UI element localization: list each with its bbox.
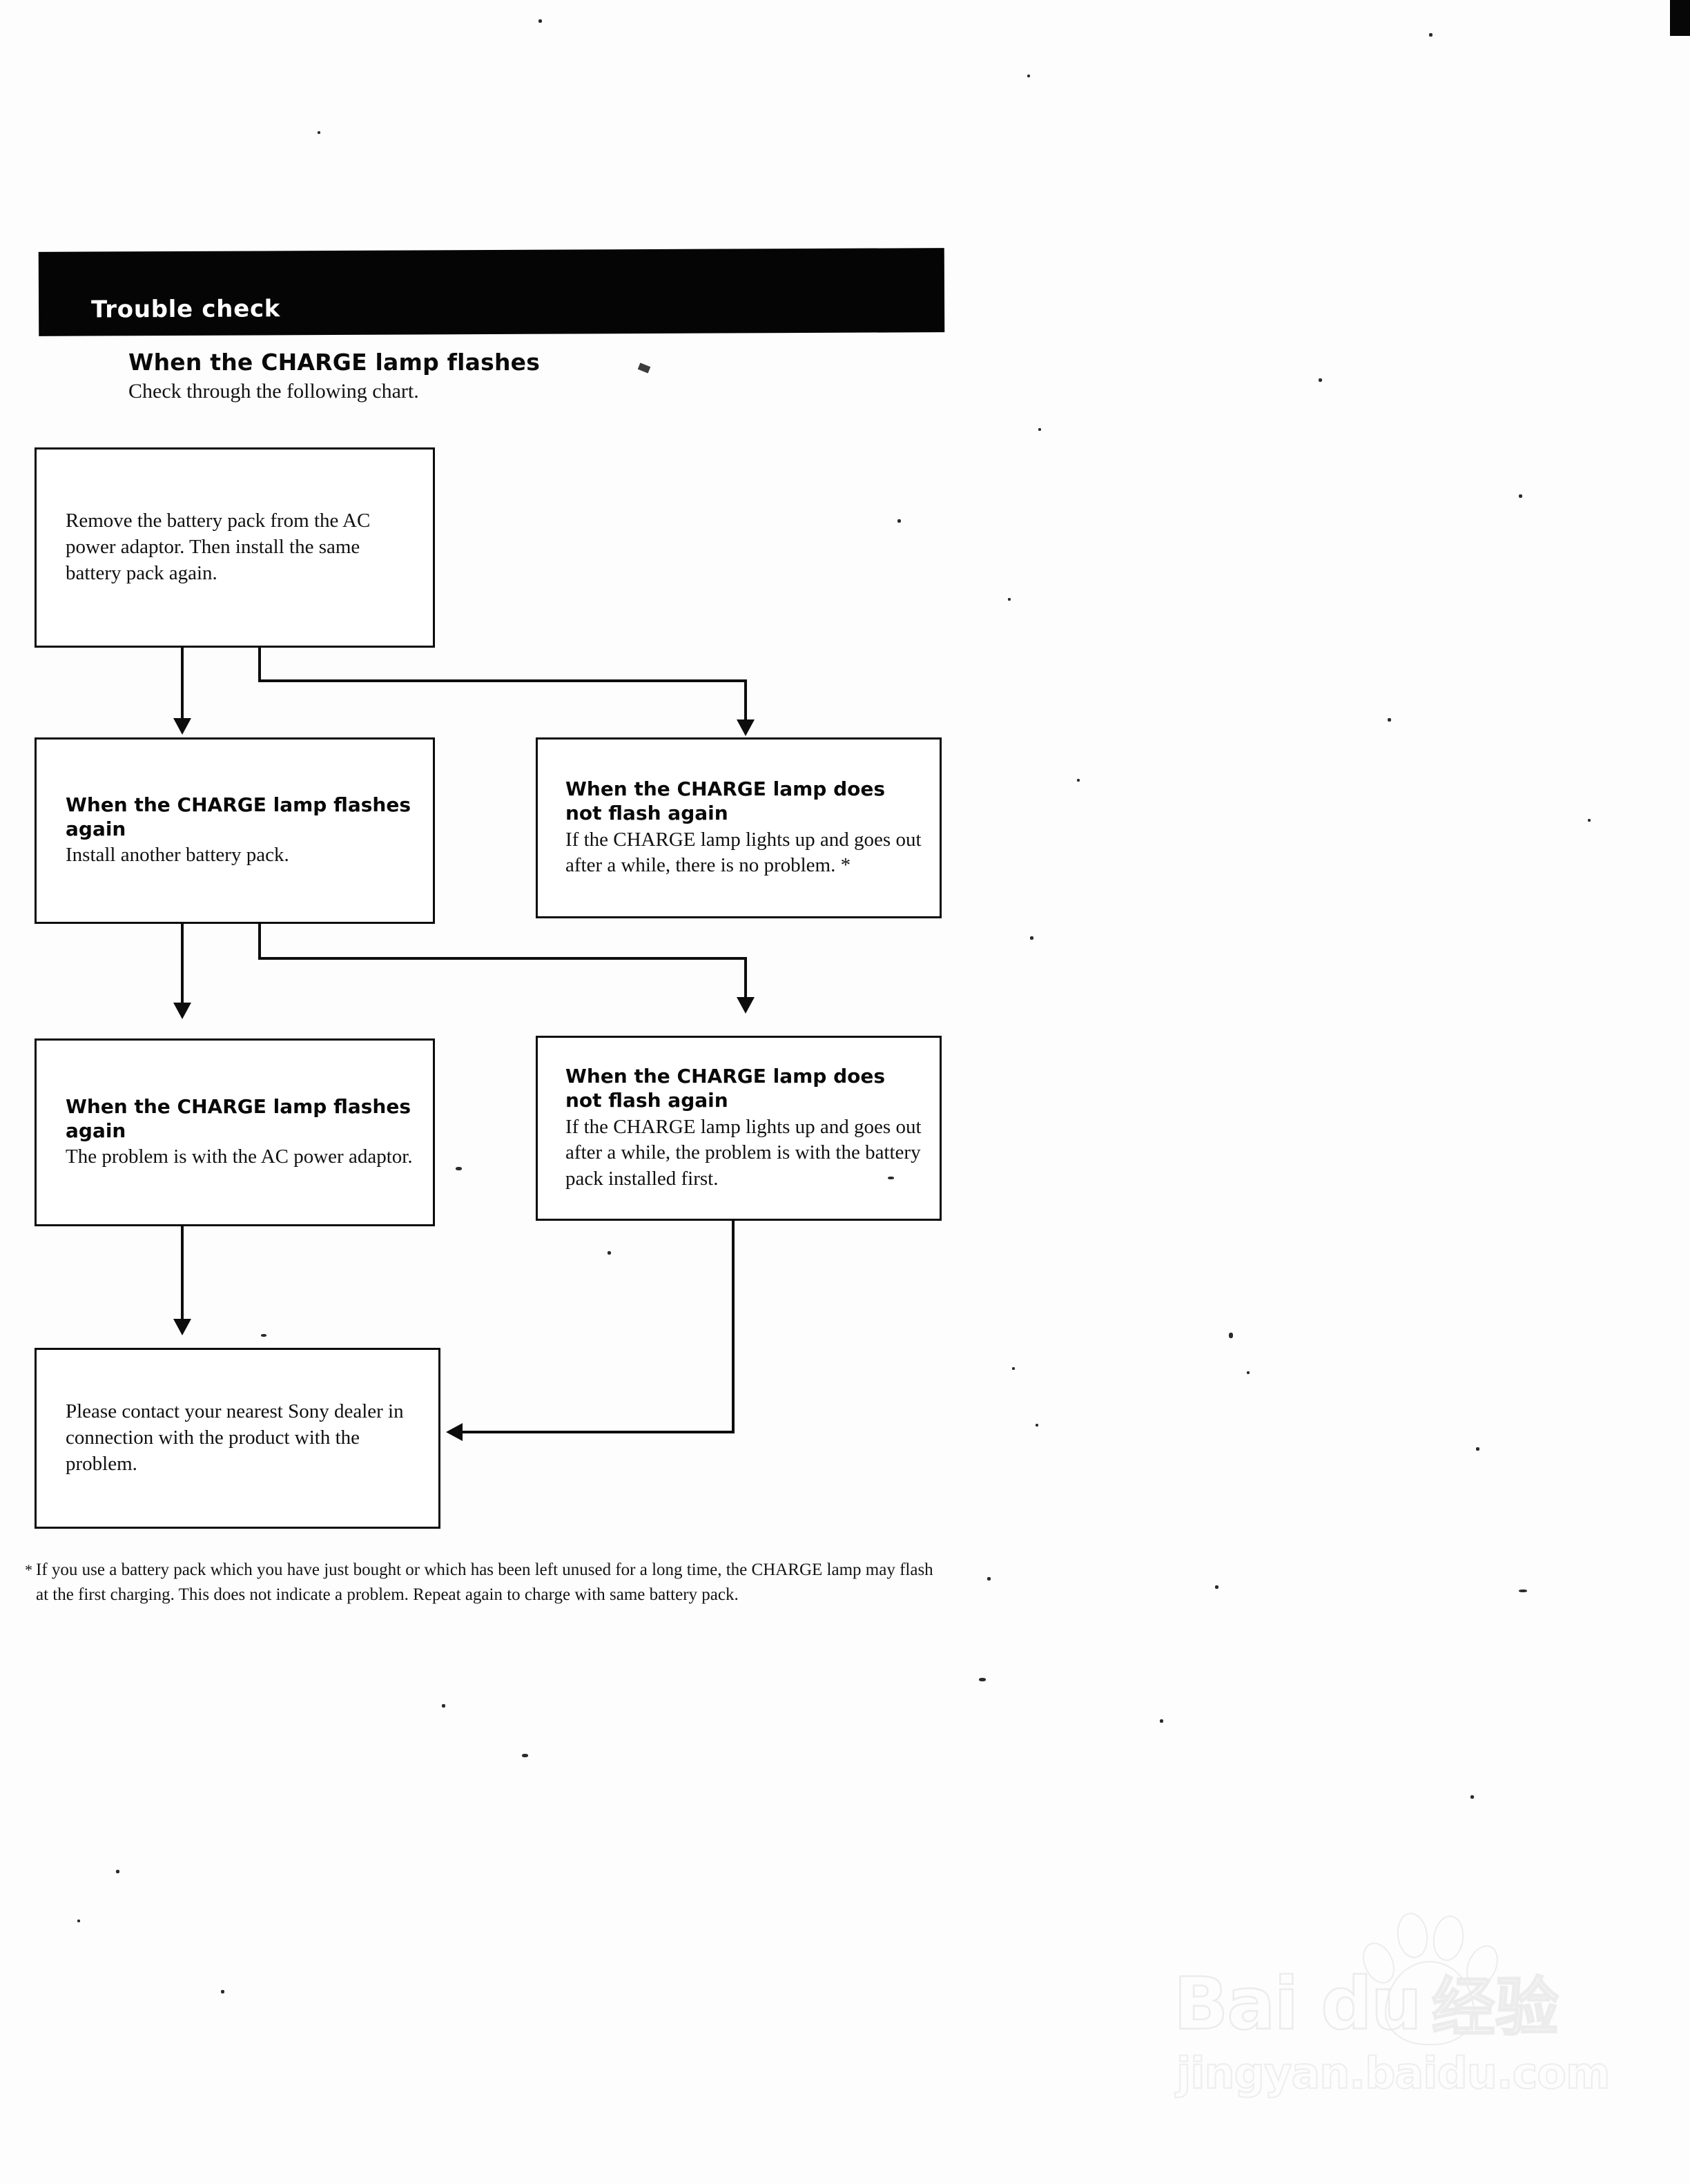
scan-speckle	[1030, 936, 1033, 940]
box-heading: When the CHARGE lamp flashes again	[66, 793, 411, 841]
scan-speckle	[522, 1754, 528, 1757]
scan-speckle	[1077, 779, 1080, 782]
arrowhead-noflash2-to-dealer	[446, 1423, 463, 1441]
connector-step1-to-flash1	[181, 648, 184, 721]
footnote-marker: *	[25, 1561, 32, 1578]
scan-speckle	[1519, 494, 1522, 498]
scan-speckle	[888, 1177, 894, 1179]
flowchart-box-flash-again-1: When the CHARGE lamp flashes again Insta…	[35, 737, 435, 924]
scan-speckle	[1247, 1371, 1250, 1374]
connector-step1-branch-stub	[258, 648, 261, 681]
scan-speckle	[1012, 1367, 1015, 1370]
box-heading: When the CHARGE lamp flashes again	[66, 1094, 411, 1143]
watermark-brand-cn: 经验	[1431, 1971, 1560, 2045]
scan-speckle	[1215, 1585, 1218, 1589]
scan-speckle	[442, 1704, 445, 1708]
connector-noflash2-across-to-dealer	[463, 1431, 735, 1433]
arrowhead-flash1-to-noflash2	[737, 997, 755, 1014]
flowchart-box-no-flash-2: When the CHARGE lamp does not flash agai…	[536, 1036, 942, 1221]
scan-edge-artifact	[1670, 0, 1690, 36]
box-body: Install another battery pack.	[66, 844, 289, 867]
scan-speckle	[897, 519, 901, 523]
footnote: * If you use a battery pack which you ha…	[25, 1558, 933, 1607]
scan-speckle	[1036, 1424, 1038, 1427]
scan-speckle	[116, 1870, 119, 1873]
scan-speckle	[456, 1167, 462, 1170]
scan-speckle	[1519, 1589, 1527, 1592]
scan-speckle	[1476, 1447, 1479, 1451]
connector-flash1-to-flash2	[181, 924, 184, 1005]
box-body: The problem is with the AC power adaptor…	[66, 1146, 413, 1168]
box-heading: When the CHARGE lamp does not flash agai…	[565, 1065, 886, 1112]
watermark-brand-row: Bai du 经验	[1173, 1962, 1560, 2046]
arrowhead-flash2-to-dealer	[173, 1319, 191, 1335]
box-heading: When the CHARGE lamp does not flash agai…	[565, 777, 886, 825]
footnote-text: If you use a battery pack which you have…	[36, 1560, 933, 1604]
scan-speckle	[1038, 428, 1041, 431]
watermark-url: jingyan.baidu.com	[1176, 2047, 1611, 2099]
scan-speckle	[318, 131, 320, 134]
flowchart-box-no-flash-1: When the CHARGE lamp does not flash agai…	[536, 737, 942, 918]
arrowhead-step1-to-noflash1	[737, 719, 755, 736]
flowchart-box-flash-again-2: When the CHARGE lamp flashes again The p…	[35, 1038, 435, 1226]
connector-flash1-branch-stub	[258, 924, 261, 958]
scan-speckle	[1470, 1795, 1474, 1799]
connector-noflash2-down	[732, 1221, 735, 1433]
connector-flash1-branch-across	[258, 957, 747, 960]
scan-speckle	[261, 1334, 266, 1337]
scan-speckle	[608, 1251, 611, 1255]
flowchart-box-step1: Remove the battery pack from the AC powe…	[35, 447, 435, 648]
scan-speckle	[221, 1990, 224, 1993]
box-body: If the CHARGE lamp lights up and goes ou…	[565, 828, 922, 877]
scan-speckle	[1588, 819, 1591, 822]
scan-speckle	[1429, 33, 1432, 37]
box-body: Remove the battery pack from the AC powe…	[66, 510, 371, 584]
section-subtitle: Check through the following chart.	[128, 380, 419, 403]
scan-speckle	[1319, 378, 1322, 382]
connector-step1-branch-down	[744, 679, 747, 722]
watermark-brand-en: Bai du	[1173, 1962, 1423, 2046]
connector-flash2-to-dealer	[181, 1226, 184, 1322]
flowchart-box-contact-dealer: Please contact your nearest Sony dealer …	[35, 1348, 440, 1529]
connector-step1-branch-across	[258, 679, 747, 682]
scan-speckle	[77, 1920, 80, 1922]
scan-speckle	[538, 19, 542, 23]
box-body: If the CHARGE lamp lights up and goes ou…	[565, 1115, 922, 1190]
section-title: When the CHARGE lamp flashes	[128, 349, 541, 376]
scan-speckle	[1008, 598, 1011, 601]
scan-speckle	[979, 1678, 986, 1681]
scan-speckle	[1027, 75, 1030, 77]
paw-print-icon	[1357, 1911, 1504, 2051]
arrowhead-flash1-to-flash2	[173, 1003, 191, 1019]
scan-speckle	[1229, 1333, 1233, 1338]
scan-speckle	[1388, 718, 1391, 722]
baidu-jingyan-watermark: Bai du 经验 jingyan.baidu.com	[1173, 1911, 1643, 2134]
box-body: Please contact your nearest Sony dealer …	[66, 1400, 404, 1475]
trouble-check-banner: Trouble check	[38, 248, 945, 336]
scan-speckle	[1160, 1719, 1163, 1723]
connector-flash1-branch-down	[744, 957, 747, 1000]
section-heading-block: When the CHARGE lamp flashes Check throu…	[128, 349, 750, 403]
scan-speckle	[987, 1577, 991, 1581]
arrowhead-step1-to-flash1	[173, 718, 191, 735]
banner-label: Trouble check	[91, 295, 281, 324]
